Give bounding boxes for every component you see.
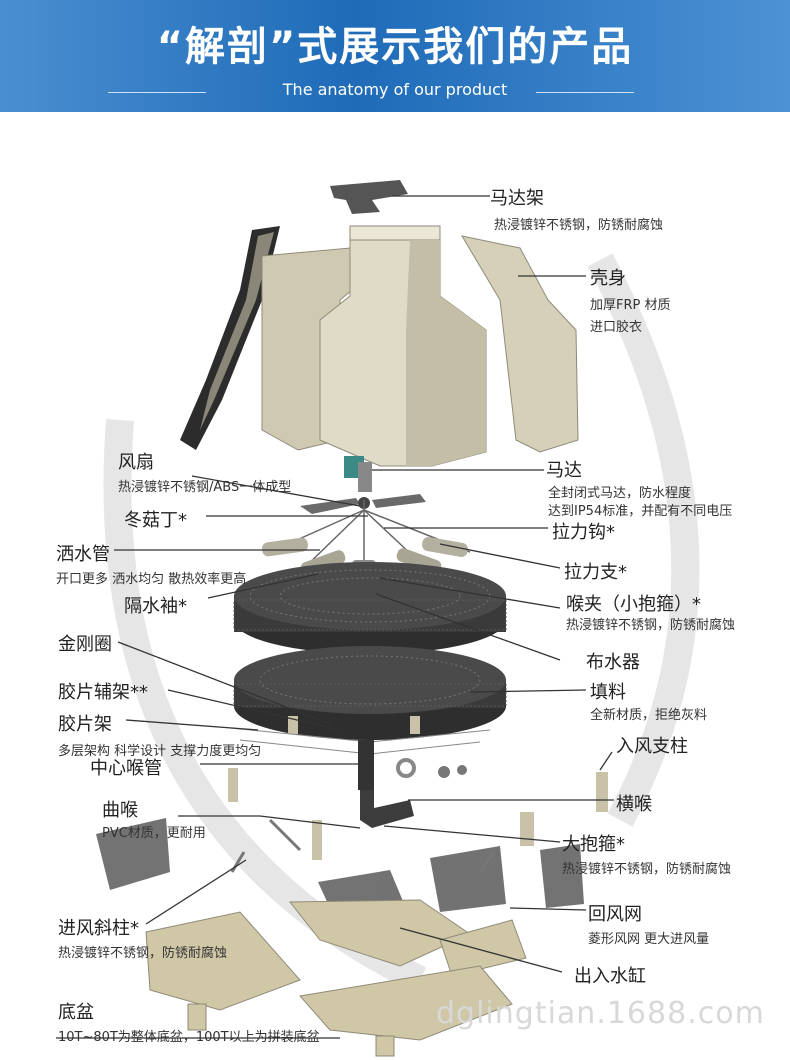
- note-inlet-slant: 热浸镀锌不锈钢，防锈耐腐蚀: [58, 946, 228, 961]
- fill-layer-lower: [233, 646, 507, 740]
- label-mushroom: 冬菇丁*: [124, 510, 187, 531]
- label-big-clamp: 大抱箍*: [562, 834, 625, 855]
- fill-layer-upper: [233, 562, 507, 654]
- note-motor-frame: 热浸镀锌不锈钢，防锈耐腐蚀: [494, 218, 664, 233]
- note-motor-2: 达到IP54标准，并配有不同电压: [548, 504, 733, 519]
- label-elbow: 曲喉: [102, 800, 138, 821]
- label-center-pipe: 中心喉管: [90, 758, 162, 779]
- motor-frame-part: [330, 180, 408, 214]
- note-elbow: PVC材质，更耐用: [102, 826, 206, 841]
- label-fan: 风扇: [118, 452, 154, 473]
- fill-rack: [288, 716, 420, 734]
- note-fill-rack: 多层架构 科学设计 支撑力度更均匀: [58, 744, 262, 759]
- note-motor-1: 全封闭式马达，防水程度: [548, 486, 692, 501]
- exploded-diagram: [56, 180, 700, 1057]
- label-motor-frame: 马达架: [490, 188, 544, 209]
- label-inlet-column: 入风支柱: [616, 736, 688, 757]
- label-fill: 填料: [590, 682, 626, 703]
- page-title: “解剖”式展示我们的产品: [156, 24, 634, 70]
- note-throat-clamp: 热浸镀锌不锈钢，防锈耐腐蚀: [566, 618, 736, 633]
- label-water-sleeve: 隔水袖*: [124, 596, 187, 617]
- note-return-mesh: 菱形风网 更大进风量: [588, 932, 710, 947]
- header-banner: “解剖”式展示我们的产品 The anatomy of our product: [0, 0, 790, 112]
- basin-parts: [145, 911, 527, 1057]
- center-pipe: [358, 740, 414, 828]
- note-shell-1: 加厚FRP 材质: [590, 298, 671, 313]
- label-motor: 马达: [546, 460, 582, 481]
- label-inlet-slant: 进风斜柱*: [58, 918, 139, 939]
- note-basin: 10T~80T为整体底盆，100T以上为拼装底盆: [58, 1030, 320, 1045]
- page-subtitle: The anatomy of our product: [282, 80, 508, 99]
- label-return-mesh: 回风网: [588, 904, 642, 925]
- label-tension-rod: 拉力支*: [564, 562, 627, 583]
- note-shell-2: 进口胶衣: [590, 320, 643, 335]
- inlet-slant-columns: [230, 818, 496, 873]
- note-fan: 热浸镀锌不锈钢/ABS一体成型: [118, 480, 292, 495]
- watermark: dglingtian.1688.com: [436, 996, 765, 1031]
- note-big-clamp: 热浸镀锌不锈钢，防锈耐腐蚀: [562, 862, 732, 877]
- label-distributor: 布水器: [586, 652, 640, 673]
- label-basin: 底盆: [58, 1002, 94, 1023]
- shell-body: [261, 225, 579, 467]
- note-fill: 全新材质，拒绝灰料: [590, 708, 708, 723]
- label-diamond-ring: 金刚圈: [58, 634, 112, 655]
- note-sprinkler: 开口更多 洒水均匀 散热效率更高: [56, 572, 247, 587]
- hardware-parts: [228, 758, 608, 860]
- label-fill-support: 胶片辅架**: [58, 682, 148, 703]
- io-tank: [288, 899, 472, 967]
- leader-lines: [56, 195, 614, 1039]
- subtitle-rule-right: [536, 92, 634, 93]
- label-cross-pipe: 横喉: [616, 794, 652, 815]
- label-io-tank: 出入水缸: [574, 966, 646, 987]
- label-throat-clamp: 喉夹（小抱箍）*: [566, 594, 701, 615]
- label-shell: 壳身: [590, 268, 626, 289]
- label-fill-rack: 胶片架: [58, 714, 112, 735]
- subtitle-rule-left: [108, 92, 206, 93]
- label-sprinkler-pipe: 洒水管: [56, 544, 110, 565]
- label-tension-hook: 拉力钩*: [552, 522, 615, 543]
